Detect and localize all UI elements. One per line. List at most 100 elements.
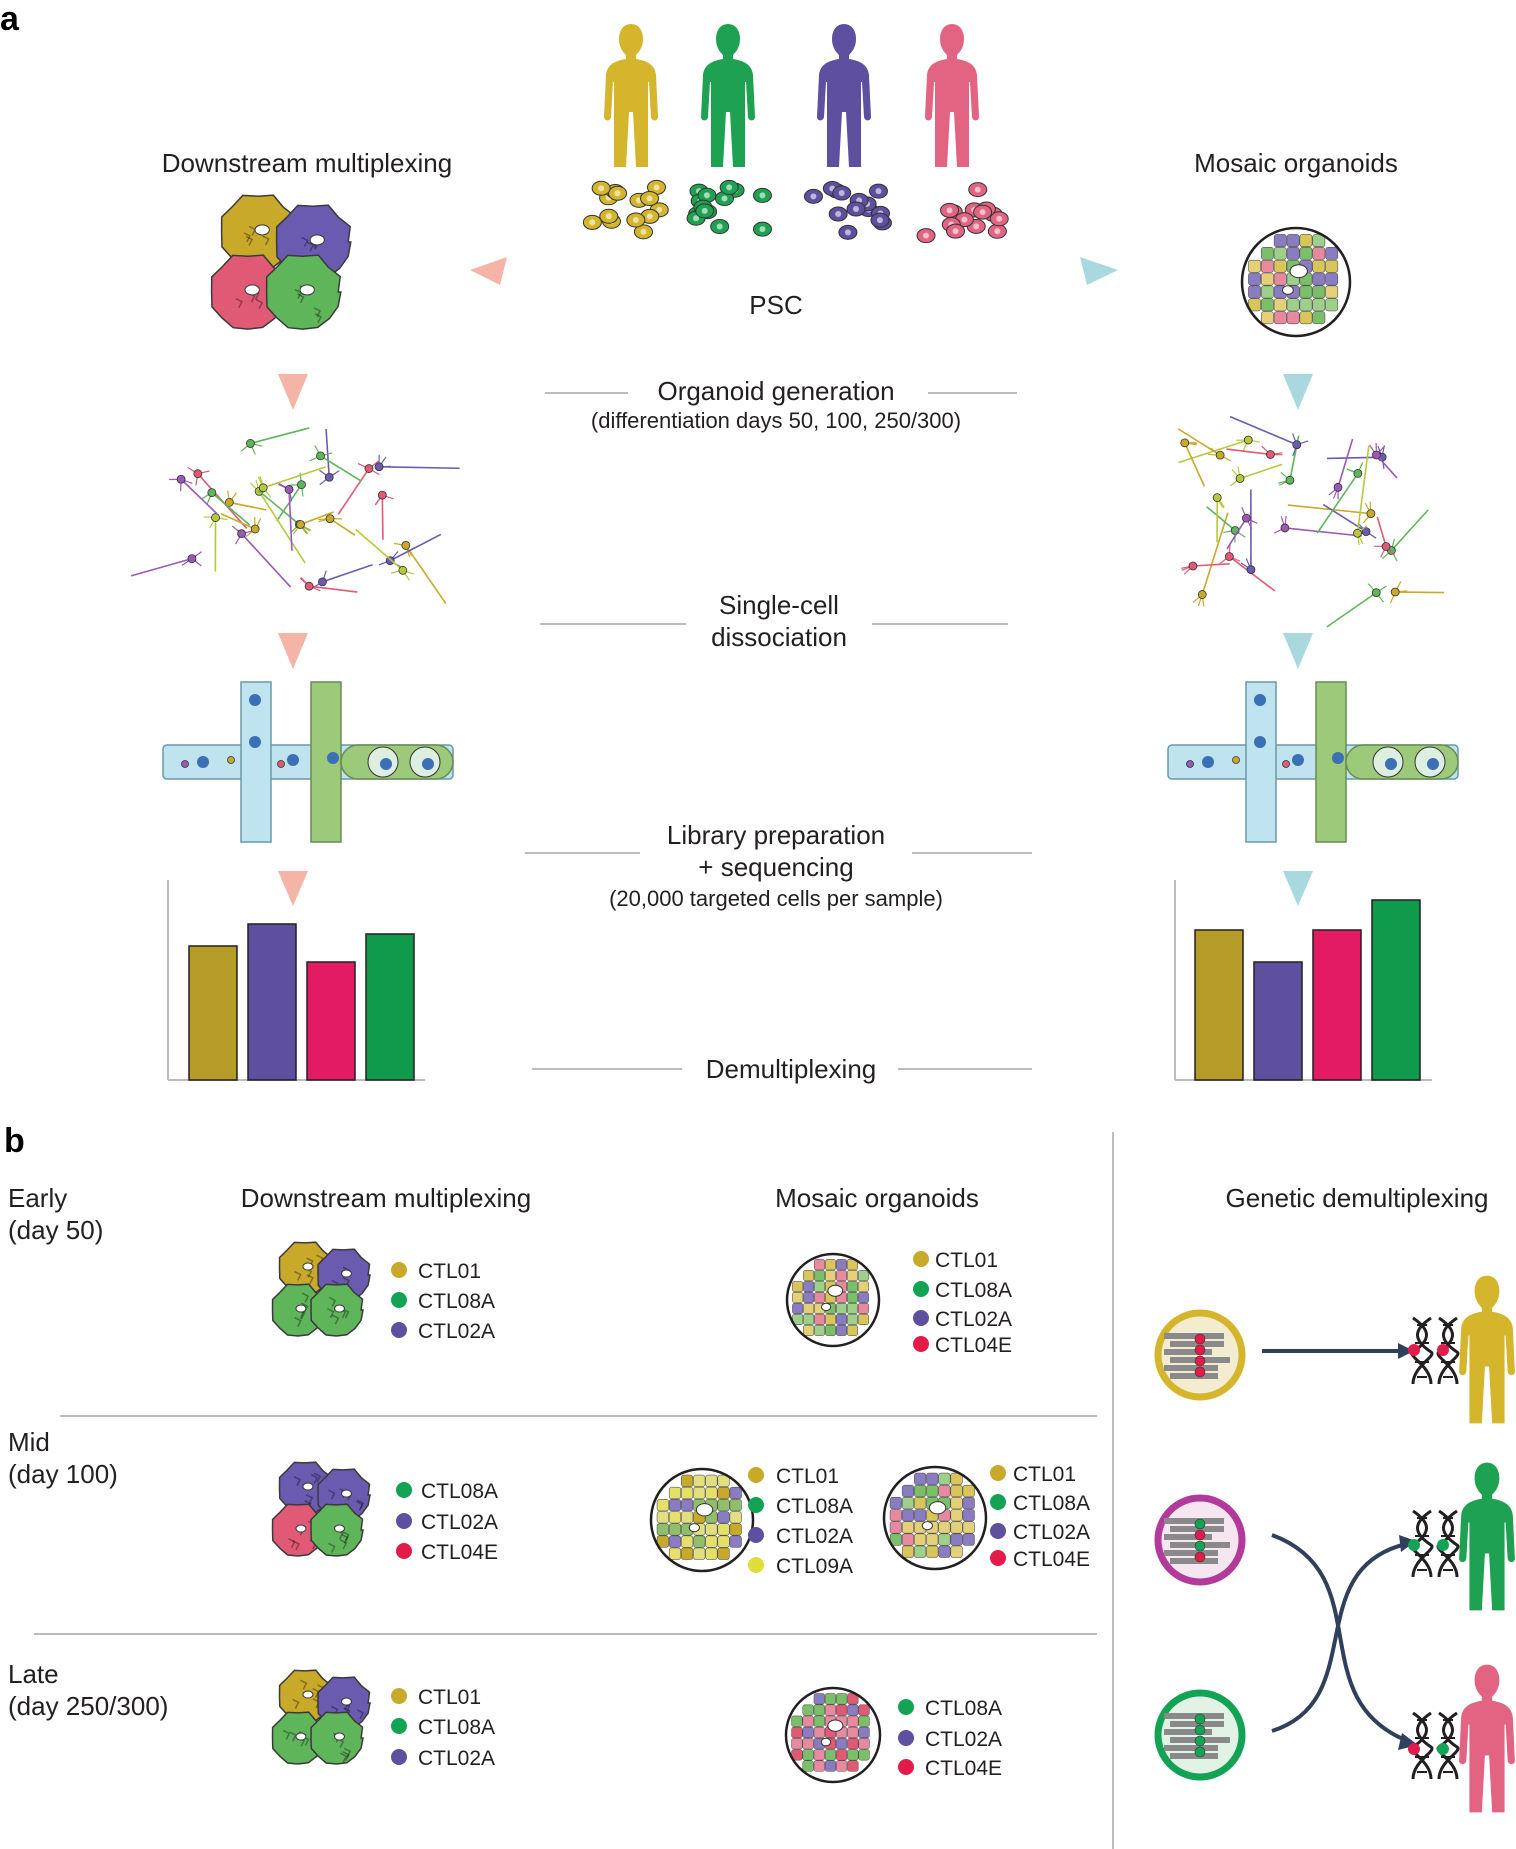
mosaic-cell — [802, 1704, 814, 1716]
mosaic-cell — [693, 1535, 706, 1548]
mosaic-cell — [693, 1486, 706, 1500]
step-library-line2: + sequencing — [698, 852, 853, 882]
mosaic-cell — [858, 1726, 870, 1739]
cell — [181, 760, 189, 768]
soma — [1372, 450, 1381, 460]
legend-label: CTL01 — [418, 1260, 481, 1283]
mosaic-cell — [668, 1499, 682, 1512]
nucleus — [759, 226, 766, 233]
texture-mark — [332, 1314, 340, 1325]
mosaic-cell — [814, 1324, 826, 1336]
mosaic-cell — [814, 1313, 826, 1325]
soma — [1235, 474, 1245, 483]
mosaic-cell — [1248, 298, 1261, 312]
mosaic-cell — [914, 1509, 927, 1522]
snp-dot — [1408, 1539, 1420, 1551]
mosaic-cell — [889, 1497, 902, 1510]
legend-dot — [396, 1482, 412, 1498]
person-icon — [701, 24, 755, 167]
nucleus — [759, 192, 766, 199]
mosaic-cell — [926, 1533, 939, 1546]
mosaic-cell — [717, 1499, 730, 1512]
channel — [240, 681, 272, 843]
mosaic-cell — [729, 1499, 742, 1512]
soma — [1266, 450, 1275, 459]
nucleus — [923, 232, 930, 239]
legend-dot — [396, 1543, 412, 1559]
bead — [1254, 736, 1266, 748]
right-column-title: Mosaic organoids — [1194, 148, 1398, 178]
nucleus — [589, 219, 596, 226]
texture-mark — [288, 1537, 296, 1548]
nucleus — [716, 223, 723, 230]
col-genetic-title: Genetic demultiplexing — [1225, 1183, 1488, 1213]
legend-dot — [990, 1465, 1006, 1481]
axon — [250, 427, 310, 445]
legend-mid-mosaic-1: CTL01 CTL08A CTL02A CTL09A — [748, 1465, 853, 1578]
soma — [1381, 542, 1391, 551]
mosaic-cell — [938, 1533, 951, 1546]
step-library-detail: (20,000 targeted cells per sample) — [609, 886, 943, 911]
soma — [374, 462, 384, 472]
mosaic-cell — [835, 1324, 847, 1336]
mosaic-cell — [1273, 272, 1287, 286]
mosaic-cell — [717, 1523, 730, 1536]
axon — [1184, 442, 1206, 487]
bead — [327, 752, 339, 764]
mosaic-cell — [791, 1715, 803, 1727]
lumen — [695, 1503, 714, 1517]
mosaic-cell — [926, 1545, 939, 1558]
legend-label: CTL09A — [776, 1555, 853, 1578]
texture-mark — [305, 1494, 314, 1505]
texture-mark — [327, 1308, 335, 1319]
texture-mark — [342, 1531, 350, 1542]
mosaic-cell — [802, 1738, 814, 1750]
legend-dot — [748, 1497, 764, 1513]
mosaic-cell — [717, 1547, 730, 1560]
organoid-outline — [1240, 226, 1352, 338]
nucleus — [974, 186, 981, 193]
mosaic-cell — [858, 1749, 870, 1761]
axon — [240, 533, 292, 588]
mosaic-cell — [1286, 311, 1300, 325]
soma — [1224, 552, 1234, 561]
read-bar — [1164, 1713, 1224, 1719]
texture-mark — [339, 1539, 348, 1550]
row-early-name: Early — [8, 1183, 67, 1213]
mosaic-cell — [803, 1324, 815, 1336]
texture-mark — [339, 1752, 348, 1763]
mosaic-cell — [962, 1509, 975, 1522]
arrow-curve — [1271, 1533, 1411, 1744]
lumen — [302, 1262, 314, 1271]
snp-dot — [1437, 1344, 1449, 1356]
mosaic-cell — [901, 1497, 915, 1510]
organoid-outline — [649, 1467, 755, 1573]
mosaic-cell — [962, 1484, 975, 1498]
soma — [258, 483, 268, 493]
axon — [1226, 517, 1248, 550]
panel-a-label: a — [0, 0, 20, 38]
mosaic-cell — [656, 1511, 669, 1524]
lumen — [333, 1732, 345, 1741]
mosaic-cell — [1260, 272, 1274, 286]
microfluidic-chip-icon — [162, 681, 454, 843]
row-mid-name: Mid — [8, 1427, 50, 1457]
legend-dot — [748, 1467, 764, 1483]
nucleus — [693, 215, 700, 222]
axon — [1395, 591, 1445, 594]
arrow-head-icon — [1398, 1343, 1414, 1359]
lumen — [1289, 264, 1308, 279]
texture-mark — [245, 235, 254, 246]
nucleus — [598, 185, 605, 192]
snp-dot — [1194, 1518, 1206, 1530]
mosaic-cell — [705, 1535, 718, 1548]
mosaic-cell — [938, 1484, 951, 1498]
mosaic-cell — [656, 1523, 669, 1536]
lumen — [340, 1269, 352, 1278]
mosaic-cell — [1312, 298, 1326, 312]
soma — [193, 469, 203, 479]
texture-mark — [356, 1499, 365, 1510]
mosaic-cell — [825, 1324, 837, 1336]
legend-dot — [990, 1494, 1006, 1510]
legend-label: CTL02A — [418, 1320, 495, 1343]
